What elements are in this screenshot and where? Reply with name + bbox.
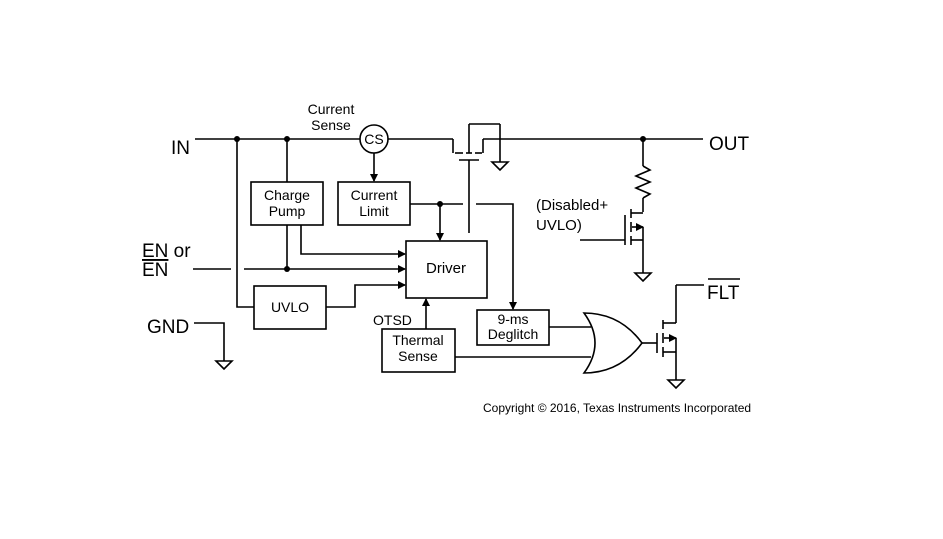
in-pin-label: IN — [171, 138, 190, 159]
disabled-label-2: UVLO) — [536, 217, 582, 234]
svg-text:Deglitch: Deglitch — [488, 326, 539, 342]
driver-block: Driver — [405, 240, 488, 299]
copyright-text: Copyright © 2016, Texas Instruments Inco… — [483, 401, 751, 415]
svg-text:Pump: Pump — [269, 203, 306, 219]
disabled-label: (Disabled+ — [536, 197, 608, 214]
charge-pump-block: Charge Pump — [250, 181, 324, 226]
charge-pump-to-driver-wire — [300, 225, 406, 258]
svg-text:Driver: Driver — [426, 260, 466, 277]
limit-to-deglitch-wire — [476, 203, 517, 310]
otsd-label: OTSD — [373, 312, 412, 328]
en-pin-label: EN or — [142, 241, 191, 262]
svg-text:Limit: Limit — [359, 203, 389, 219]
cs-label: CS — [364, 131, 383, 147]
svg-text:9-ms: 9-ms — [497, 311, 528, 327]
svg-text:Thermal: Thermal — [392, 332, 443, 348]
thermal-sense-block: Thermal Sense — [381, 328, 456, 373]
uvlo-to-driver-wire — [326, 281, 406, 308]
current-sense-label-2: Sense — [311, 117, 351, 133]
svg-text:Charge: Charge — [264, 187, 310, 203]
current-limit-block: Current Limit — [337, 181, 411, 226]
pass-mosfet — [452, 123, 510, 233]
current-sense-label: Current — [308, 101, 355, 117]
en-bar-pin-label: EN — [142, 260, 168, 281]
svg-text:Sense: Sense — [398, 348, 438, 364]
uvlo-block: UVLO — [253, 285, 327, 330]
discharge-mosfet — [580, 209, 653, 283]
ground-symbol — [214, 360, 234, 371]
svg-text:Current: Current — [351, 187, 398, 203]
in-to-uvlo-wire — [236, 139, 254, 308]
out-pin-label: OUT — [709, 134, 750, 155]
gnd-pin-label: GND — [147, 317, 189, 338]
or-gate — [582, 312, 643, 374]
deglitch-block: 9-ms Deglitch — [476, 309, 550, 346]
discharge-resistor — [633, 139, 653, 212]
svg-text:UVLO: UVLO — [271, 299, 309, 315]
gnd-wire — [194, 322, 225, 361]
flt-pin-label: FLT — [707, 283, 740, 304]
flt-mosfet — [656, 284, 704, 390]
